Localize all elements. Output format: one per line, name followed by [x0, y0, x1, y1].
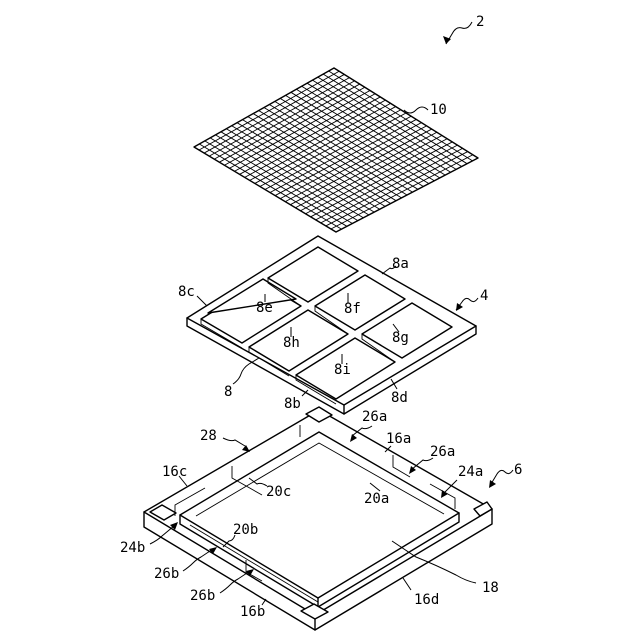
- label-tray-20a: 20a: [364, 491, 389, 507]
- label-tray-16b: 16b: [240, 604, 265, 620]
- label-grid-8e: 8e: [256, 300, 273, 316]
- label-tray-24a: 24a: [458, 464, 483, 480]
- label-grid-8g: 8g: [392, 330, 409, 346]
- label-grid-8f: 8f: [344, 301, 361, 317]
- label-grid-8d: 8d: [391, 390, 408, 406]
- label-tray-20c: 20c: [266, 484, 291, 500]
- label-grid-8c: 8c: [178, 284, 195, 300]
- label-tray-26b-upper: 26b: [154, 566, 179, 582]
- label-grid-8i: 8i: [334, 362, 351, 378]
- label-grid-8b: 8b: [284, 396, 301, 412]
- label-tray-26a-top: 26a: [362, 409, 387, 425]
- label-mesh: 10: [430, 102, 447, 118]
- label-tray-18: 18: [482, 580, 499, 596]
- label-tray-20b: 20b: [233, 522, 258, 538]
- label-tray-24b: 24b: [120, 540, 145, 556]
- label-grid-frame-alt: 8: [224, 384, 232, 400]
- label-tray-28: 28: [200, 428, 217, 444]
- mesh-sheet: [194, 68, 478, 232]
- label-tray-16c: 16c: [162, 464, 187, 480]
- label-grid-8h: 8h: [283, 335, 300, 351]
- label-tray-26b-lower: 26b: [190, 588, 215, 604]
- label-grid-8a: 8a: [392, 256, 409, 272]
- label-tray-16a: 16a: [386, 431, 411, 447]
- label-assembly: 2: [476, 14, 484, 30]
- label-grid-frame: 4: [480, 288, 488, 304]
- label-tray-26a-right: 26a: [430, 444, 455, 460]
- label-tray-16d: 16d: [414, 592, 439, 608]
- label-tray: 6: [514, 462, 522, 478]
